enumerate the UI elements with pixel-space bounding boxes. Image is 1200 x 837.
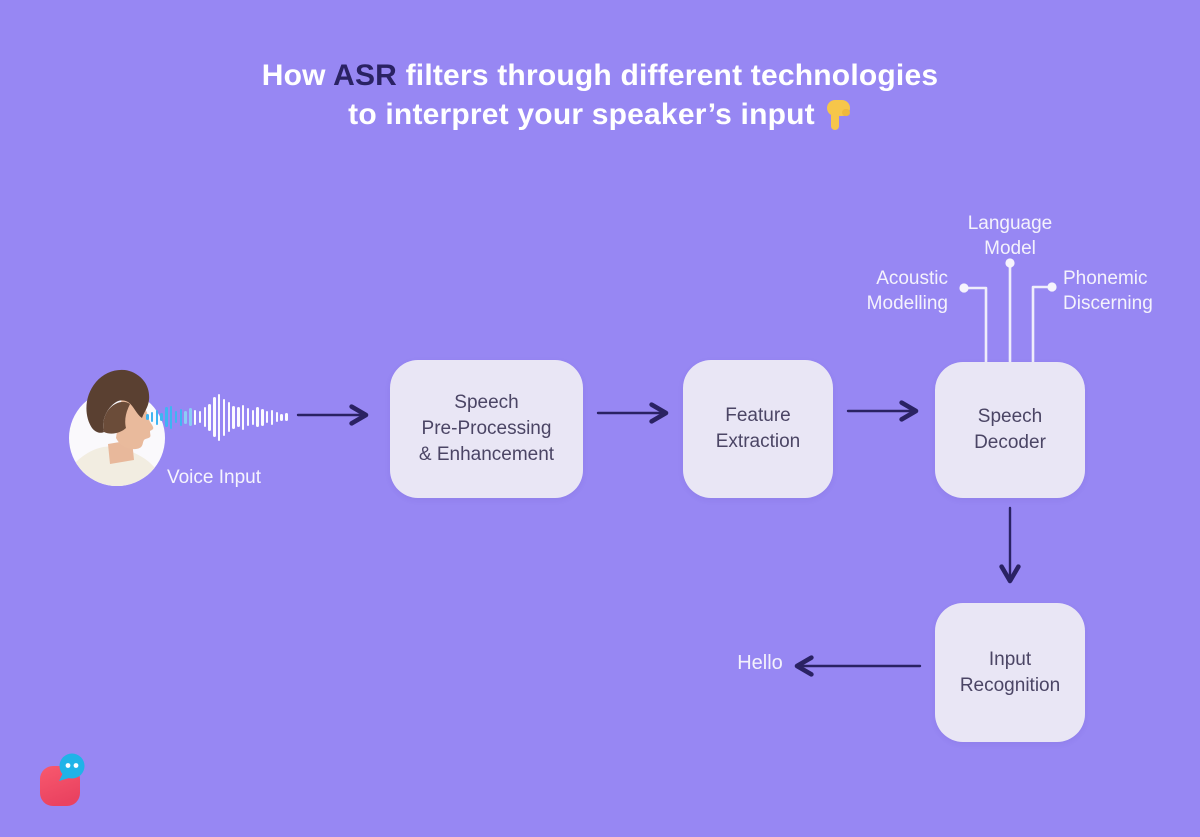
waveform-bar: [184, 410, 187, 424]
node-speech-decoder: Speech Decoder: [935, 362, 1085, 498]
waveform-bar: [261, 408, 264, 426]
voice-input-label: Voice Input: [166, 467, 262, 488]
waveform-bar: [227, 402, 231, 432]
waveform-bar: [217, 393, 221, 441]
label-acoustic-modelling: Acoustic Modelling: [866, 268, 948, 314]
title-line1-post: filters through different technologies: [405, 59, 939, 92]
connector-dot-phonemic: [1047, 282, 1057, 292]
speaker-avatar: [62, 356, 172, 488]
waveform-bar: [146, 414, 149, 420]
waveform-bar: [160, 413, 163, 421]
waveform-bar: [198, 411, 202, 423]
waveform-bar: [280, 413, 283, 421]
pointing-down-icon: [824, 99, 852, 141]
node-feature-extraction: Feature Extraction: [683, 360, 833, 498]
node-speech-pre-processing: Speech Pre-Processing & Enhancement: [390, 360, 583, 498]
waveform-bar: [285, 413, 288, 421]
title-line-1: How ASR filters through different techno…: [0, 56, 1200, 95]
waveform: [146, 390, 296, 444]
waveform-bar: [189, 408, 192, 426]
waveform-bar: [265, 411, 269, 423]
waveform-bar: [251, 409, 255, 425]
waveform-bar: [208, 403, 211, 431]
chat-bubble-logo-icon: [40, 753, 85, 806]
waveform-bar: [270, 409, 274, 425]
woman-profile-illustration: [69, 369, 165, 486]
title-line2-text: to interpret your speaker’s input: [348, 98, 815, 131]
waveform-bar: [246, 408, 250, 426]
recognized-output-text: Hello: [737, 652, 783, 674]
connector-dot-acoustic: [959, 283, 969, 293]
waveform-bar: [232, 405, 235, 429]
label-phonemic-discerning: Phonemic Discerning: [1063, 268, 1153, 314]
waveform-bar: [203, 407, 207, 427]
title-line1-pre: How: [261, 59, 326, 92]
waveform-bar: [174, 411, 178, 423]
waveform-bar: [193, 409, 197, 425]
brand-logo: [38, 750, 100, 812]
node-input-recognition: Input Recognition: [935, 603, 1085, 742]
title-asr-highlight: ASR: [333, 59, 398, 92]
page-title: How ASR filters through different techno…: [0, 56, 1200, 141]
label-language-model: Language Model: [967, 213, 1053, 259]
waveform-bar: [256, 407, 259, 427]
connector-acoustic-modelling: [963, 286, 988, 365]
waveform-bar: [213, 397, 216, 437]
connector-phonemic-discerning: [1031, 285, 1054, 365]
waveform-bar: [241, 404, 245, 430]
waveform-bar: [165, 407, 168, 427]
waveform-bar: [237, 407, 240, 427]
waveform-bar: [179, 408, 183, 426]
waveform-bar: [169, 405, 173, 429]
waveform-bar: [155, 409, 159, 425]
title-line-2: to interpret your speaker’s input: [0, 95, 1200, 141]
waveform-bar: [275, 412, 279, 422]
waveform-bar: [150, 412, 154, 422]
waveform-bar: [222, 398, 226, 436]
